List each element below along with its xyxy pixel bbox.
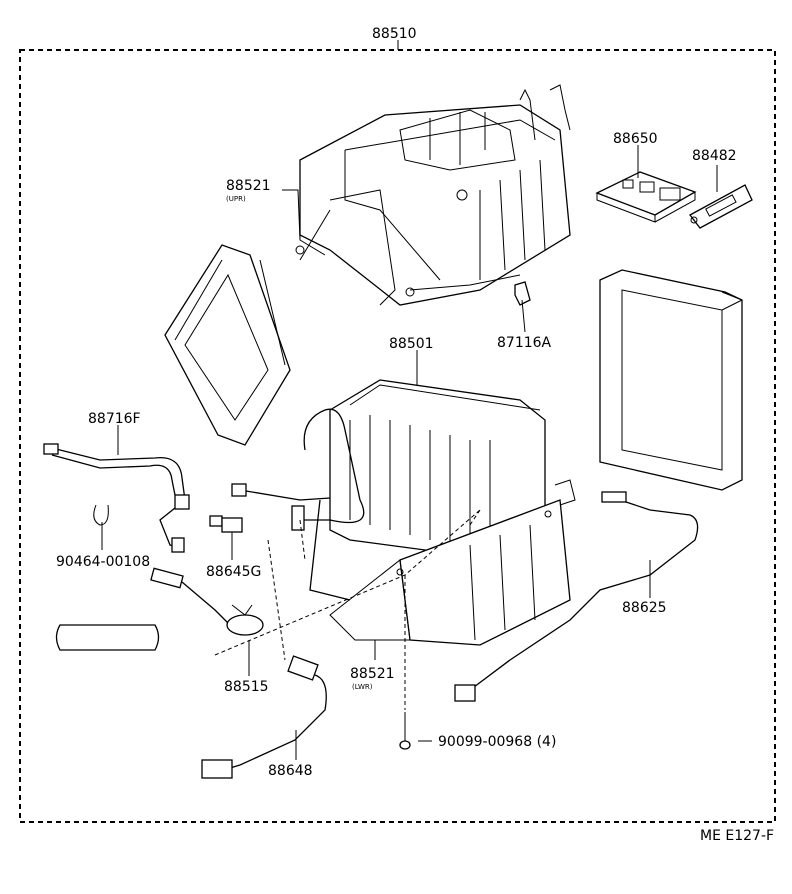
suction-tube-part <box>43 443 190 553</box>
label-88650: 88650 <box>613 131 658 147</box>
cable-tie-part <box>93 504 109 526</box>
thermistor-part <box>150 567 264 636</box>
label-87116a: 87116A <box>497 335 552 351</box>
label-88515: 88515 <box>224 679 269 695</box>
label-88510: 88510 <box>372 26 417 42</box>
label-88648: 88648 <box>268 763 313 779</box>
label-88625: 88625 <box>622 600 667 616</box>
harness-88625-part <box>454 491 699 702</box>
harness-88648-part <box>201 655 327 779</box>
label-90099-00968: 90099-00968 (4) <box>438 734 556 750</box>
label-upr: (UPR) <box>226 195 246 203</box>
label-88482: 88482 <box>692 148 737 164</box>
assembly-frame <box>19 49 776 823</box>
lower-case-part <box>329 479 576 646</box>
label-90464-00108: 90464-00108 <box>56 554 150 570</box>
guide-lines <box>214 509 481 710</box>
label-88645g: 88645G <box>206 564 261 580</box>
label-diagram-code: ME E127-F <box>700 828 774 844</box>
label-88716f: 88716F <box>88 411 141 427</box>
label-88521-lower: 88521 <box>350 666 395 682</box>
control-board-part <box>595 171 697 223</box>
bracket-part <box>689 184 753 229</box>
upper-case-part <box>295 84 571 306</box>
pressure-switch-part <box>209 515 243 533</box>
label-88521-upper: 88521 <box>226 178 271 194</box>
leader-lines <box>101 145 718 760</box>
evaporator-core-part <box>300 379 546 601</box>
screw-part <box>399 712 411 750</box>
label-lwr: (LWR) <box>352 683 373 691</box>
sleeve-part <box>55 624 160 651</box>
clip-part <box>514 281 531 306</box>
left-seal-frame <box>164 244 291 446</box>
liquid-pipe-part <box>231 483 331 531</box>
label-88501: 88501 <box>389 336 434 352</box>
right-seal-frame <box>599 269 743 491</box>
